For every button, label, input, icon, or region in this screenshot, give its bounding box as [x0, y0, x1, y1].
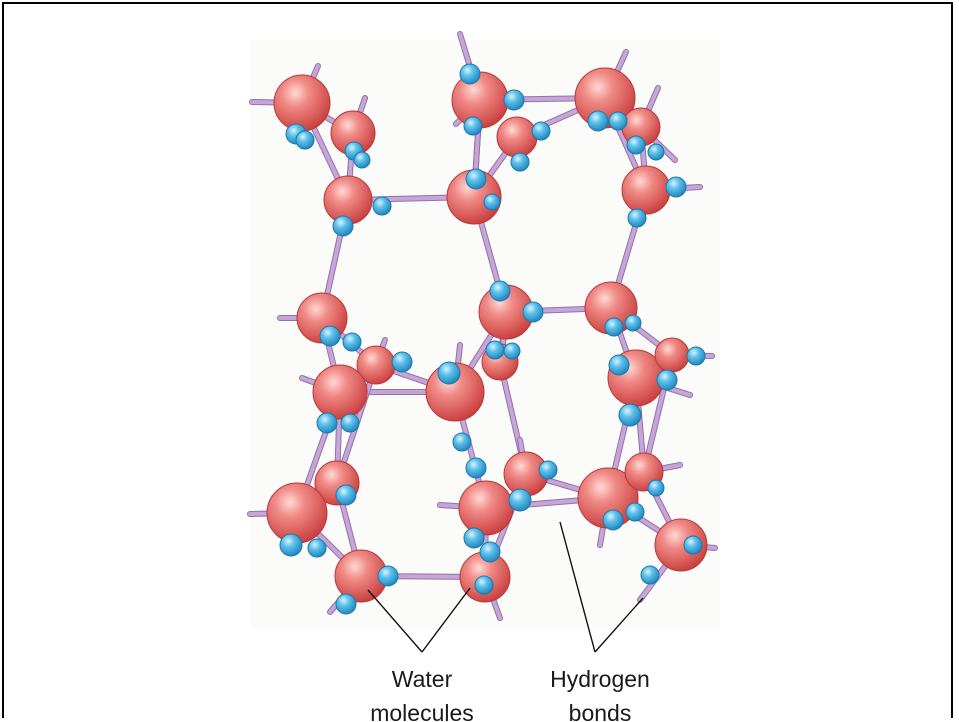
hydrogen-atom: [625, 502, 645, 522]
hydrogen-atom: [627, 208, 647, 228]
water-leader-line: [421, 587, 471, 653]
hbond-label-line1: Hydrogen: [550, 666, 650, 692]
hydrogen-atom: [522, 301, 544, 323]
hydrogen-atom: [377, 565, 399, 587]
hydrogen-atom: [335, 484, 357, 506]
hydrogen-atom: [372, 196, 392, 216]
hydrogen-atom: [647, 479, 665, 497]
hydrogen-atom: [604, 317, 624, 337]
oxygen-atom: [654, 337, 690, 373]
hydrogen-atom: [656, 369, 678, 391]
hydrogen-atom: [307, 538, 327, 558]
hydrogen-atom: [640, 565, 660, 585]
hydrogen-atom: [465, 168, 487, 190]
hydrogen-atom: [665, 176, 687, 198]
water-molecule-set: [266, 63, 708, 615]
hydrogen-atom: [489, 280, 511, 302]
hydrogen-atom: [465, 457, 487, 479]
hydrogen-atom: [508, 488, 532, 512]
hydrogen-atom: [618, 403, 642, 427]
hydrogen-atom: [531, 121, 551, 141]
hydrogen-atom: [587, 110, 609, 132]
hydrogen-atom: [340, 413, 360, 433]
water-molecules-label: Water molecules: [352, 662, 492, 722]
oxygen-atom: [266, 482, 328, 544]
hydrogen-atom: [485, 340, 505, 360]
hydrogen-atom: [479, 541, 501, 563]
oxygen-atom: [273, 74, 331, 132]
hydrogen-atom: [295, 130, 315, 150]
water-label-line2: molecules: [370, 700, 474, 722]
oxygen-atom: [621, 165, 671, 215]
hydrogen-atom: [624, 314, 642, 332]
hydrogen-atom: [391, 351, 413, 373]
water-leader-line: [367, 589, 423, 653]
hydrogen-atom: [683, 535, 703, 555]
hydrogen-atom: [353, 151, 371, 169]
hydrogen-atom: [626, 135, 646, 155]
label-leader-lines: [367, 521, 644, 653]
hydrogen-atom: [335, 593, 357, 615]
hydrogen-atom: [538, 460, 558, 480]
hbond-leader-line: [594, 597, 644, 653]
hydrogen-atom: [608, 354, 630, 376]
hydrogen-atom: [686, 346, 706, 366]
hbond-leader-line: [559, 521, 596, 653]
hydrogen-atom: [452, 432, 472, 452]
hydrogen-atom: [602, 509, 624, 531]
hydrogen-atom: [503, 342, 521, 360]
oxygen-atom: [654, 518, 708, 572]
hydrogen-atom: [510, 152, 530, 172]
hydrogen-atom: [279, 533, 303, 557]
hydrogen-atom: [319, 325, 341, 347]
oxygen-atom: [458, 480, 514, 536]
hydrogen-atom: [342, 332, 362, 352]
hydrogen-atom: [459, 63, 481, 85]
oxygen-atom: [312, 364, 368, 420]
hydrogen-atom: [608, 111, 628, 131]
water-label-line1: Water: [391, 666, 453, 692]
hydrogen-atom: [483, 193, 501, 211]
hydrogen-atom: [474, 575, 494, 595]
hydrogen-atom: [437, 361, 461, 385]
hydrogen-atom: [463, 116, 483, 136]
hydrogen-atom: [316, 412, 338, 434]
hydrogen-atom: [647, 143, 665, 161]
hbond-label-line2: bonds: [568, 700, 632, 722]
hydrogen-atom: [332, 215, 354, 237]
hydrogen-bonds-label: Hydrogen bonds: [525, 662, 675, 722]
hydrogen-atom: [503, 89, 525, 111]
hydrogen-atom: [463, 527, 485, 549]
oxygen-atom: [496, 116, 538, 158]
